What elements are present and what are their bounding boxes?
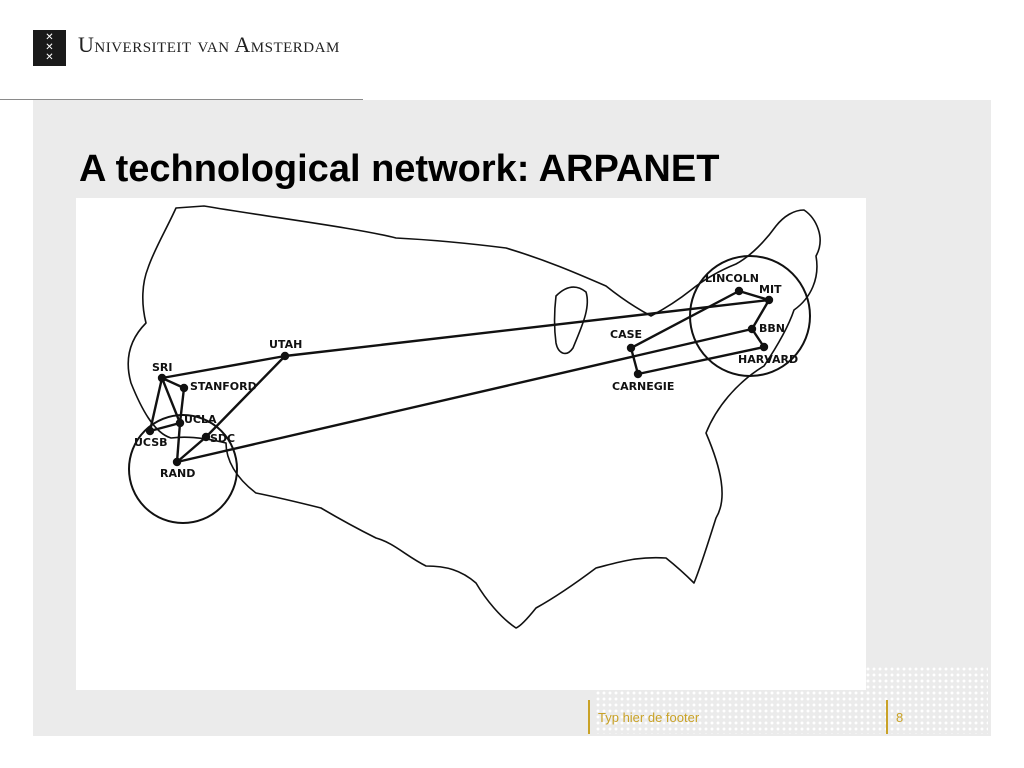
node-stanford <box>179 383 189 393</box>
node-label-case: CASE <box>610 328 642 341</box>
west-coast-cluster-circle <box>128 414 238 524</box>
node-label-ucla: UCLA <box>184 413 217 426</box>
node-ucsb <box>145 426 155 436</box>
node-case <box>626 343 636 353</box>
node-label-bbn: BBN <box>759 322 785 335</box>
node-utah <box>280 351 290 361</box>
link-carnegie-harvard <box>637 345 765 376</box>
link-sri-ucsb <box>148 377 164 432</box>
link-stanford-ucla <box>178 387 186 424</box>
footer-divider-right <box>886 700 888 734</box>
node-rand <box>172 457 182 467</box>
node-label-carnegie: CARNEGIE <box>612 380 674 393</box>
node-ucla <box>175 418 185 428</box>
node-sri <box>157 373 167 383</box>
arpanet-diagram: SRI STANFORD UCLA UCSB SDC RAND UTAH CASE CARNEG… <box>127 205 821 629</box>
node-label-lincoln: LINCOLN <box>705 272 759 285</box>
uva-crosses-logo-icon: ✕✕✕ <box>33 30 66 66</box>
link-case-carnegie <box>629 347 640 375</box>
node-label-stanford: STANFORD <box>190 380 257 393</box>
node-label-utah: UTAH <box>269 338 302 351</box>
node-label-sri: SRI <box>152 361 173 374</box>
node-label-ucsb: UCSB <box>134 436 168 449</box>
link-rand-bbn <box>176 327 753 464</box>
link-sdc-utah <box>205 355 286 438</box>
link-case-lincoln <box>630 289 740 350</box>
network-links <box>148 289 771 464</box>
node-label-rand: RAND <box>160 467 195 480</box>
link-sri-utah <box>161 354 286 380</box>
great-lakes-outline <box>553 286 589 355</box>
node-label-mit: MIT <box>759 283 782 296</box>
footer-text: Typ hier de footer <box>598 710 700 725</box>
node-lincoln <box>734 286 744 296</box>
link-mit-bbn <box>750 299 771 330</box>
node-bbn <box>747 324 757 334</box>
us-map-outline <box>127 205 821 629</box>
header: ✕✕✕ Universiteit van Amsterdam <box>0 0 1024 100</box>
node-label-sdc: SDC <box>210 432 235 445</box>
node-harvard <box>759 342 769 352</box>
link-rand-sdc <box>176 436 207 463</box>
node-label-harvard: HARVARD <box>738 353 798 366</box>
east-coast-cluster-circle <box>689 255 811 377</box>
node-sdc <box>201 432 211 442</box>
node-mit <box>764 295 774 305</box>
slide-title: A technological network: ARPANET <box>79 148 720 190</box>
link-ucla-rand <box>175 422 182 463</box>
node-carnegie <box>633 369 643 379</box>
arpanet-map: SRI STANFORD UCLA UCSB SDC RAND UTAH CASE CARNEG… <box>76 198 866 690</box>
link-utah-mit <box>284 298 770 358</box>
footer-divider-left <box>588 700 590 734</box>
university-name: Universiteit van Amsterdam <box>78 32 340 57</box>
link-lincoln-mit <box>738 289 770 302</box>
network-nodes: SRI STANFORD UCLA UCSB SDC RAND UTAH CASE CARNEG… <box>134 272 798 480</box>
header-divider <box>0 99 363 100</box>
link-ucla-ucsb <box>149 421 181 433</box>
page-number: 8 <box>896 710 904 725</box>
